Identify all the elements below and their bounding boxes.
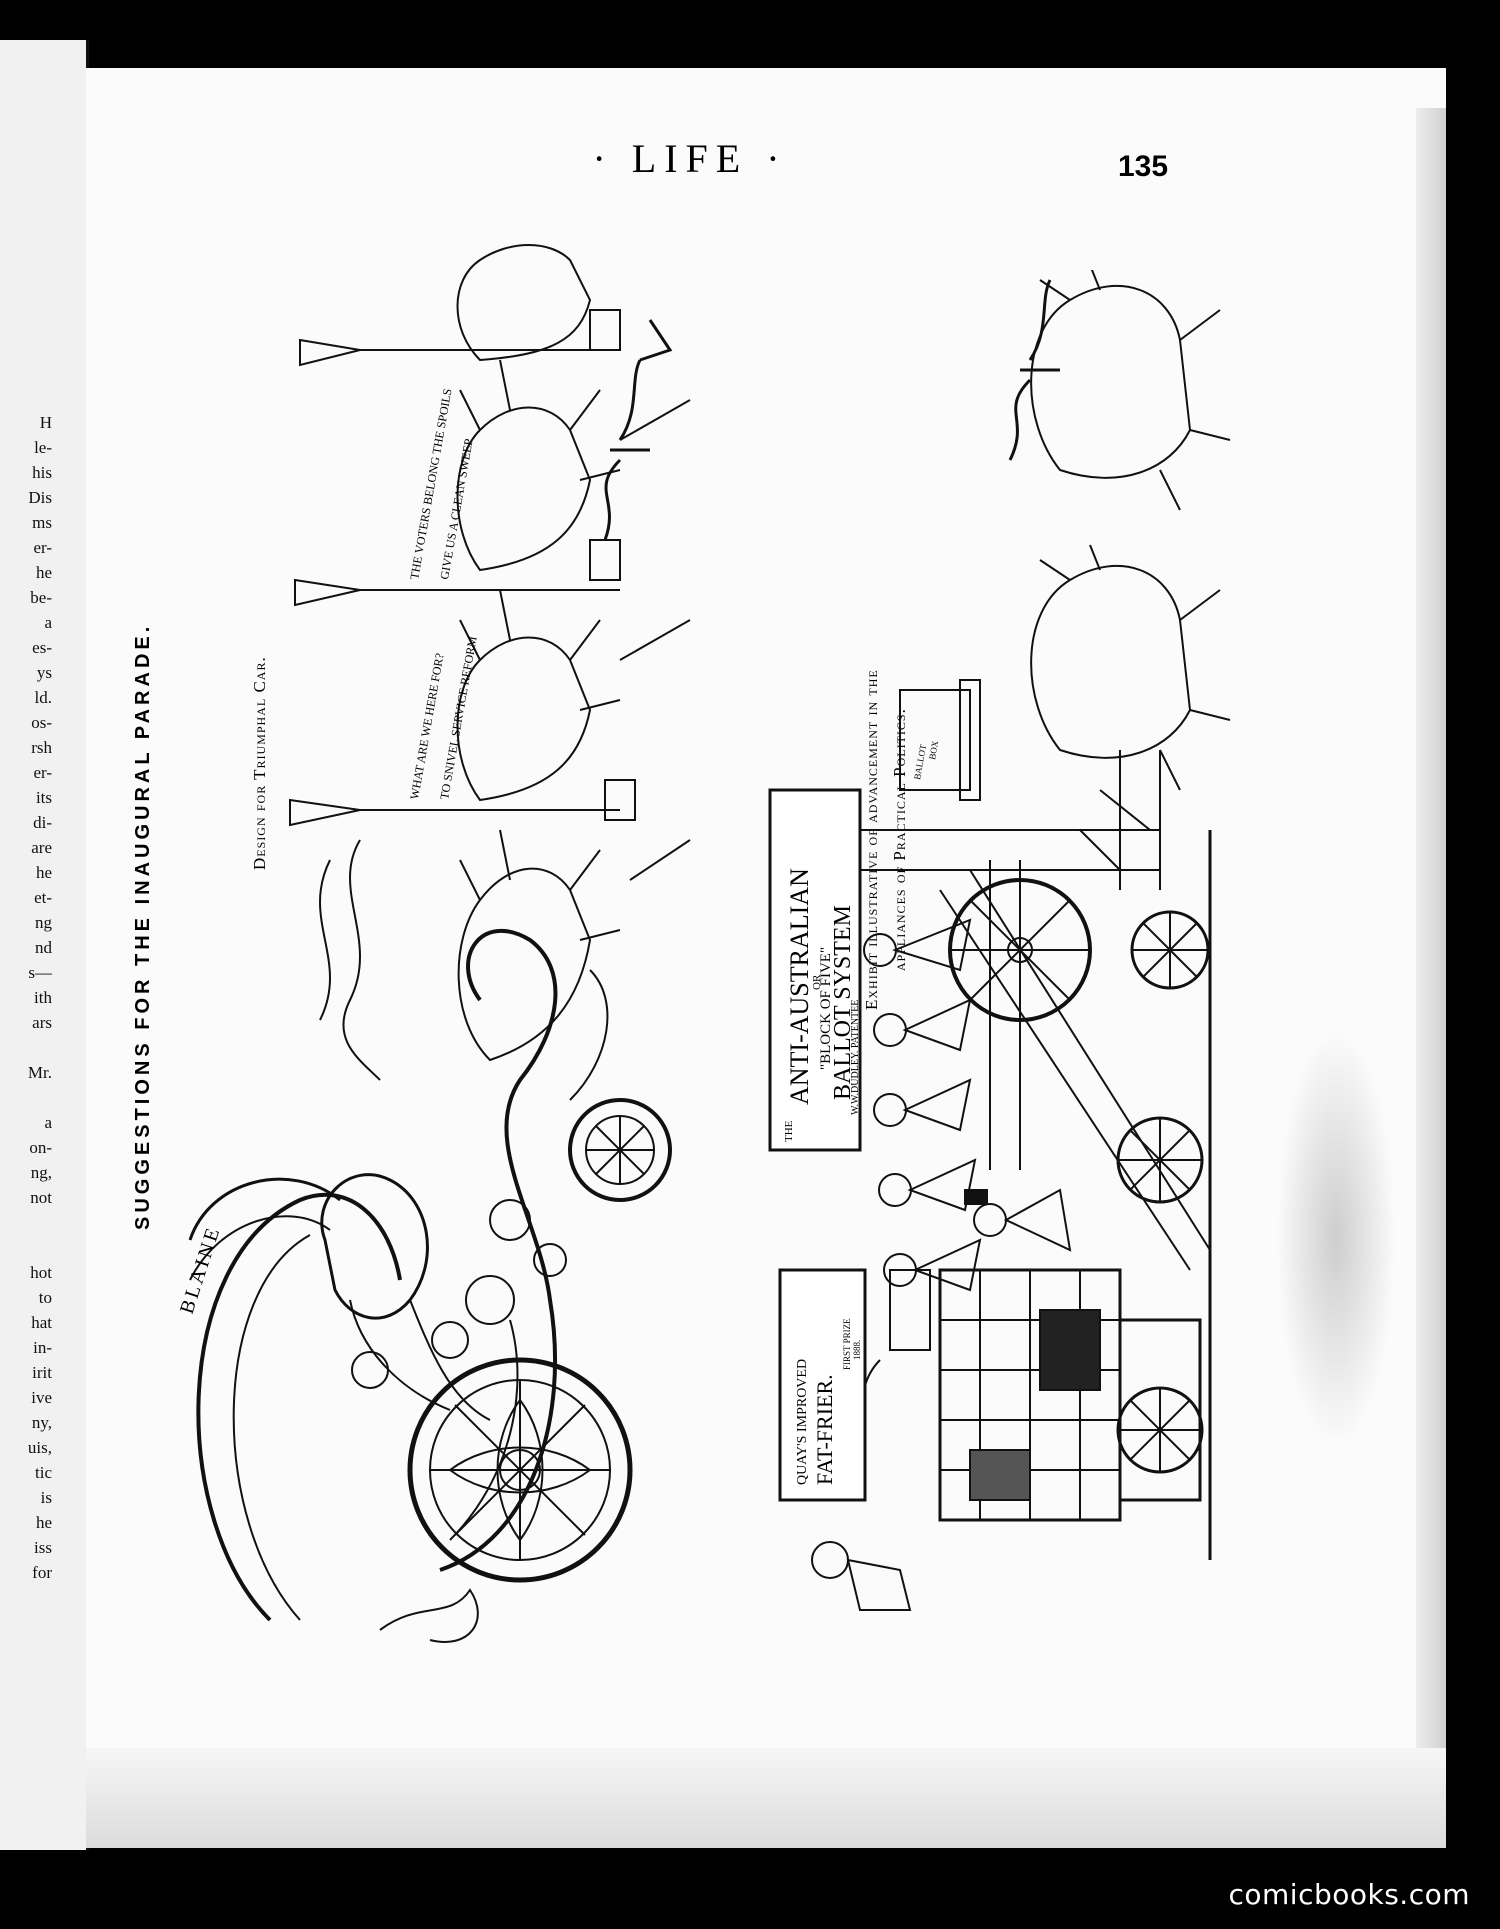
previous-page-line: ny,	[31, 1413, 52, 1432]
previous-page-line: et-	[34, 888, 52, 907]
ballot-machine-illustration: THE ANTI-AUSTRALIAN OR "BLOCK OF FIVE" B…	[768, 270, 1231, 1611]
previous-page-line: ive	[31, 1388, 52, 1407]
page-bottom-margin	[86, 1748, 1446, 1848]
fryer-sign-line-4: 1888.	[852, 1340, 862, 1360]
previous-page-line: for	[32, 1563, 52, 1582]
page-number: 135	[1118, 150, 1169, 183]
previous-page-line: hot	[30, 1263, 52, 1282]
previous-page-line: le-	[34, 438, 52, 457]
banner-clean-sweep: GIVE US A CLEAN SWEEP	[437, 437, 476, 580]
previous-page-line: on-	[29, 1138, 52, 1157]
previous-page-line: er-	[33, 538, 52, 557]
previous-page-line	[0, 1035, 52, 1060]
previous-page-line: in-	[33, 1338, 52, 1357]
sign-anti-australian: ANTI-AUSTRALIAN	[785, 868, 814, 1105]
previous-page-line: ith	[34, 988, 52, 1007]
fryer-sign-line-3: FIRST PRIZE	[842, 1318, 852, 1370]
previous-page-line: be-	[30, 588, 52, 607]
previous-page-line: a	[44, 613, 52, 632]
previous-page-line: uis,	[27, 1438, 52, 1457]
previous-page-line: ms	[32, 513, 52, 532]
previous-page-line: ys	[36, 663, 52, 682]
previous-page-line: is	[40, 1488, 52, 1507]
previous-page-line: are	[31, 838, 52, 857]
previous-page-line	[0, 1085, 52, 1110]
previous-page-line: ng,	[30, 1163, 52, 1182]
previous-page-line	[0, 1235, 52, 1260]
previous-page-line: he	[35, 563, 52, 582]
previous-page-line: Mr.	[27, 1063, 52, 1082]
page-stain	[1276, 1028, 1396, 1448]
sign-ballot-system: BALLOT SYSTEM	[830, 905, 856, 1100]
previous-page-line: nd	[35, 938, 52, 957]
previous-page-line: his	[32, 463, 52, 482]
masthead: · LIFE ·	[592, 136, 788, 181]
previous-page-line: es-	[32, 638, 52, 657]
previous-page-line: ng	[35, 913, 52, 932]
previous-page-line: er-	[33, 763, 52, 782]
sign-block-of-five: "BLOCK OF FIVE"	[818, 947, 834, 1070]
sign-patentee: W.W.DUDLEY. PATENTEE	[850, 1000, 861, 1115]
previous-page-line: not	[30, 1188, 52, 1207]
magazine-page	[86, 68, 1446, 1848]
previous-page-line	[0, 1210, 52, 1235]
previous-page-line: a	[44, 1113, 52, 1132]
ballot-box-label-2: BOX	[927, 739, 940, 760]
triumphal-car-illustration: WHAT ARE WE HERE FOR? TO SNIVEL SERVICE …	[176, 244, 691, 1643]
fryer-sign-line-2: FAT-FRIER.	[812, 1374, 837, 1485]
previous-page-line: di-	[33, 813, 52, 832]
previous-page-line: os-	[31, 713, 52, 732]
previous-page-line: ld.	[34, 688, 52, 707]
previous-page-line: he	[35, 863, 52, 882]
previous-page-line: he	[35, 1513, 52, 1532]
previous-page-line: tic	[35, 1463, 52, 1482]
previous-page-line: iss	[34, 1538, 52, 1557]
previous-page-line: Dis	[28, 488, 52, 507]
previous-page-line: to	[38, 1288, 52, 1307]
scan-bottom-border	[0, 1901, 1500, 1929]
previous-page-line: its	[35, 788, 52, 807]
page-edge-shadow	[1416, 108, 1446, 1808]
ballot-box-label-1: BALLOT	[912, 743, 928, 780]
watermark: comicbooks.com	[1228, 1878, 1470, 1911]
fryer-sign-line-1: QUAY'S IMPROVED	[795, 1359, 810, 1485]
sign-or: OR	[811, 974, 823, 990]
previous-page-line: rsh	[31, 738, 52, 757]
sign-the: THE	[783, 1120, 795, 1142]
previous-page-line: ars	[32, 1013, 52, 1032]
previous-page-line: irit	[32, 1363, 52, 1382]
previous-page-line: s—	[28, 963, 52, 982]
previous-page-line: H	[39, 413, 52, 432]
previous-page-line: hat	[31, 1313, 52, 1332]
